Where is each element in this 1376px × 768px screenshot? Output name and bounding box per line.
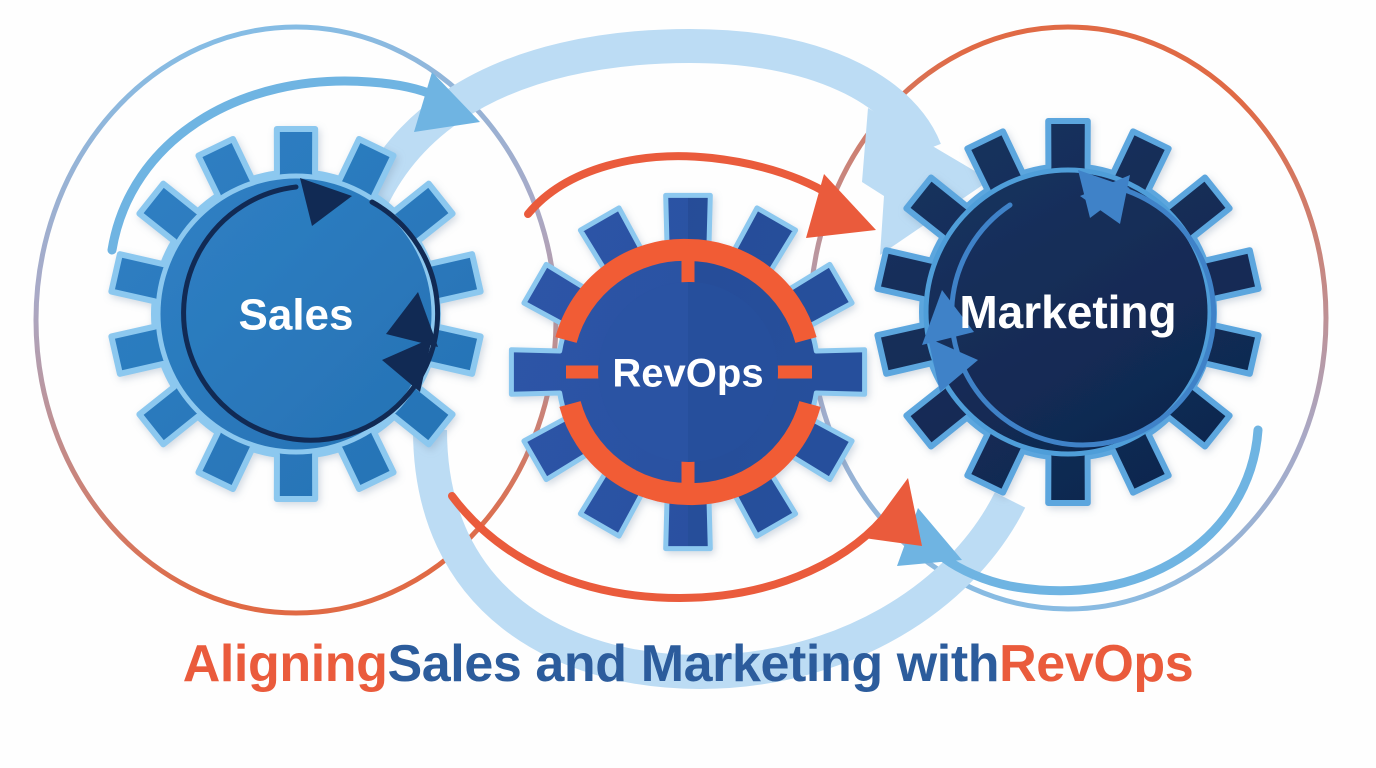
marketing-cycle-arrows (922, 170, 1217, 448)
gear-marketing[interactable] (874, 118, 1262, 506)
sales-hub (155, 173, 437, 455)
flow-arrow-bottom-light-blue (413, 429, 1026, 690)
marketing-hub (923, 167, 1213, 457)
gear-sales[interactable] (108, 125, 484, 503)
flow-arrow-bottom-orange (448, 478, 922, 603)
gear-label-revops: RevOps (612, 352, 763, 396)
caption-segment-revops: RevOps (999, 635, 1194, 693)
diagram-caption: AligningSales and Marketing withRevOps (0, 635, 1376, 693)
gear-label-marketing: Marketing (959, 286, 1176, 338)
caption-segment-aligning: Aligning (182, 635, 388, 693)
sales-cycle-arrows (181, 178, 440, 443)
flow-arrow-top-blue-into-sales (107, 72, 480, 255)
revops-orange-ring (555, 238, 821, 506)
gear-revops[interactable] (508, 192, 868, 552)
caption-segment-middle: Sales and Marketing with (387, 635, 1000, 693)
gear-label-sales: Sales (239, 291, 354, 340)
flow-arrow-top-orange (524, 152, 876, 238)
